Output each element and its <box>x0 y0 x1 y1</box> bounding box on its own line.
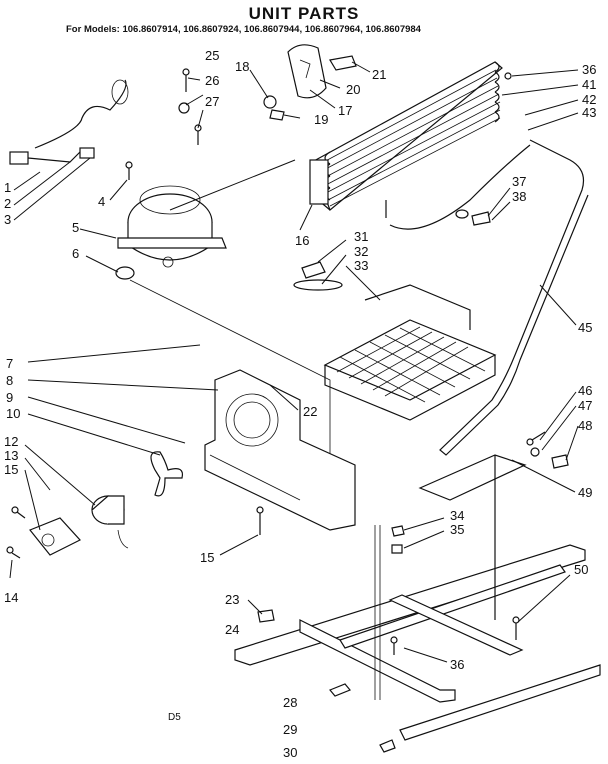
callout-18: 18 <box>235 59 249 74</box>
callout-17: 17 <box>338 103 352 118</box>
callout-16: 16 <box>295 233 309 248</box>
callout-27: 27 <box>205 94 219 109</box>
callout-19: 19 <box>314 112 328 127</box>
grommet-6 <box>115 266 135 280</box>
diagram-title: UNIT PARTS <box>248 4 360 23</box>
callout-47: 47 <box>578 398 592 413</box>
callout-26: 26 <box>205 73 219 88</box>
callout-31: 31 <box>354 229 368 244</box>
condenser-coil <box>309 61 503 211</box>
callout-34: 34 <box>450 508 464 523</box>
drain-pan <box>418 454 527 501</box>
model-numbers: For Models: 106.8607914, 106.8607924, 10… <box>66 24 421 35</box>
shroud-20 <box>287 44 327 99</box>
evaporator <box>293 261 497 421</box>
callout-3: 3 <box>4 212 11 227</box>
callout-7: 7 <box>6 356 13 371</box>
callout-36-bottom: 36 <box>450 657 464 672</box>
callout-8: 8 <box>6 373 13 388</box>
callout-14: 14 <box>4 590 18 605</box>
callout-23: 23 <box>225 592 239 607</box>
callout-42: 42 <box>582 92 596 107</box>
callout-35: 35 <box>450 522 464 537</box>
capillary-tube <box>389 144 531 230</box>
base-frame <box>234 525 601 741</box>
leader-lines <box>9 61 579 663</box>
callout-38: 38 <box>512 189 526 204</box>
callout-29: 29 <box>283 722 297 737</box>
callout-20: 20 <box>346 82 360 97</box>
callout-2: 2 <box>4 196 11 211</box>
compressor <box>117 185 227 268</box>
callout-50: 50 <box>574 562 588 577</box>
callout-12: 12 <box>4 434 18 449</box>
fan-blade <box>150 451 184 497</box>
callout-41: 41 <box>582 77 596 92</box>
callout-24: 24 <box>225 622 239 637</box>
callout-48: 48 <box>578 418 592 433</box>
callout-37: 37 <box>512 174 526 189</box>
fan-bracket <box>204 369 356 531</box>
callout-43: 43 <box>582 105 596 120</box>
callout-labels: 1 2 3 4 5 6 7 8 9 10 12 13 15 14 15 16 1… <box>4 48 596 760</box>
callout-30: 30 <box>283 745 297 760</box>
callout-22: 22 <box>303 404 317 419</box>
callout-10: 10 <box>6 406 20 421</box>
callout-36-top: 36 <box>582 62 596 77</box>
diagram-code: D5 <box>168 712 181 723</box>
power-cord <box>9 79 129 165</box>
callout-13: 13 <box>4 448 18 463</box>
callout-4: 4 <box>98 194 105 209</box>
hardware-top <box>125 68 285 180</box>
callout-46: 46 <box>578 383 592 398</box>
callout-15b: 15 <box>200 550 214 565</box>
fan-motor <box>91 495 129 549</box>
callout-25: 25 <box>205 48 219 63</box>
callout-1: 1 <box>4 180 11 195</box>
callout-45: 45 <box>578 320 592 335</box>
bracket-21 <box>329 55 357 71</box>
callout-5: 5 <box>72 220 79 235</box>
callout-6: 6 <box>72 246 79 261</box>
tube-45 <box>439 139 589 456</box>
callout-15a: 15 <box>4 462 18 477</box>
hardware-misc <box>6 72 569 753</box>
callout-32: 32 <box>354 244 368 259</box>
callout-33: 33 <box>354 258 368 273</box>
callout-21: 21 <box>372 67 386 82</box>
callout-28: 28 <box>283 695 297 710</box>
callout-49: 49 <box>578 485 592 500</box>
motor-bracket <box>29 517 81 556</box>
callout-9: 9 <box>6 390 13 405</box>
